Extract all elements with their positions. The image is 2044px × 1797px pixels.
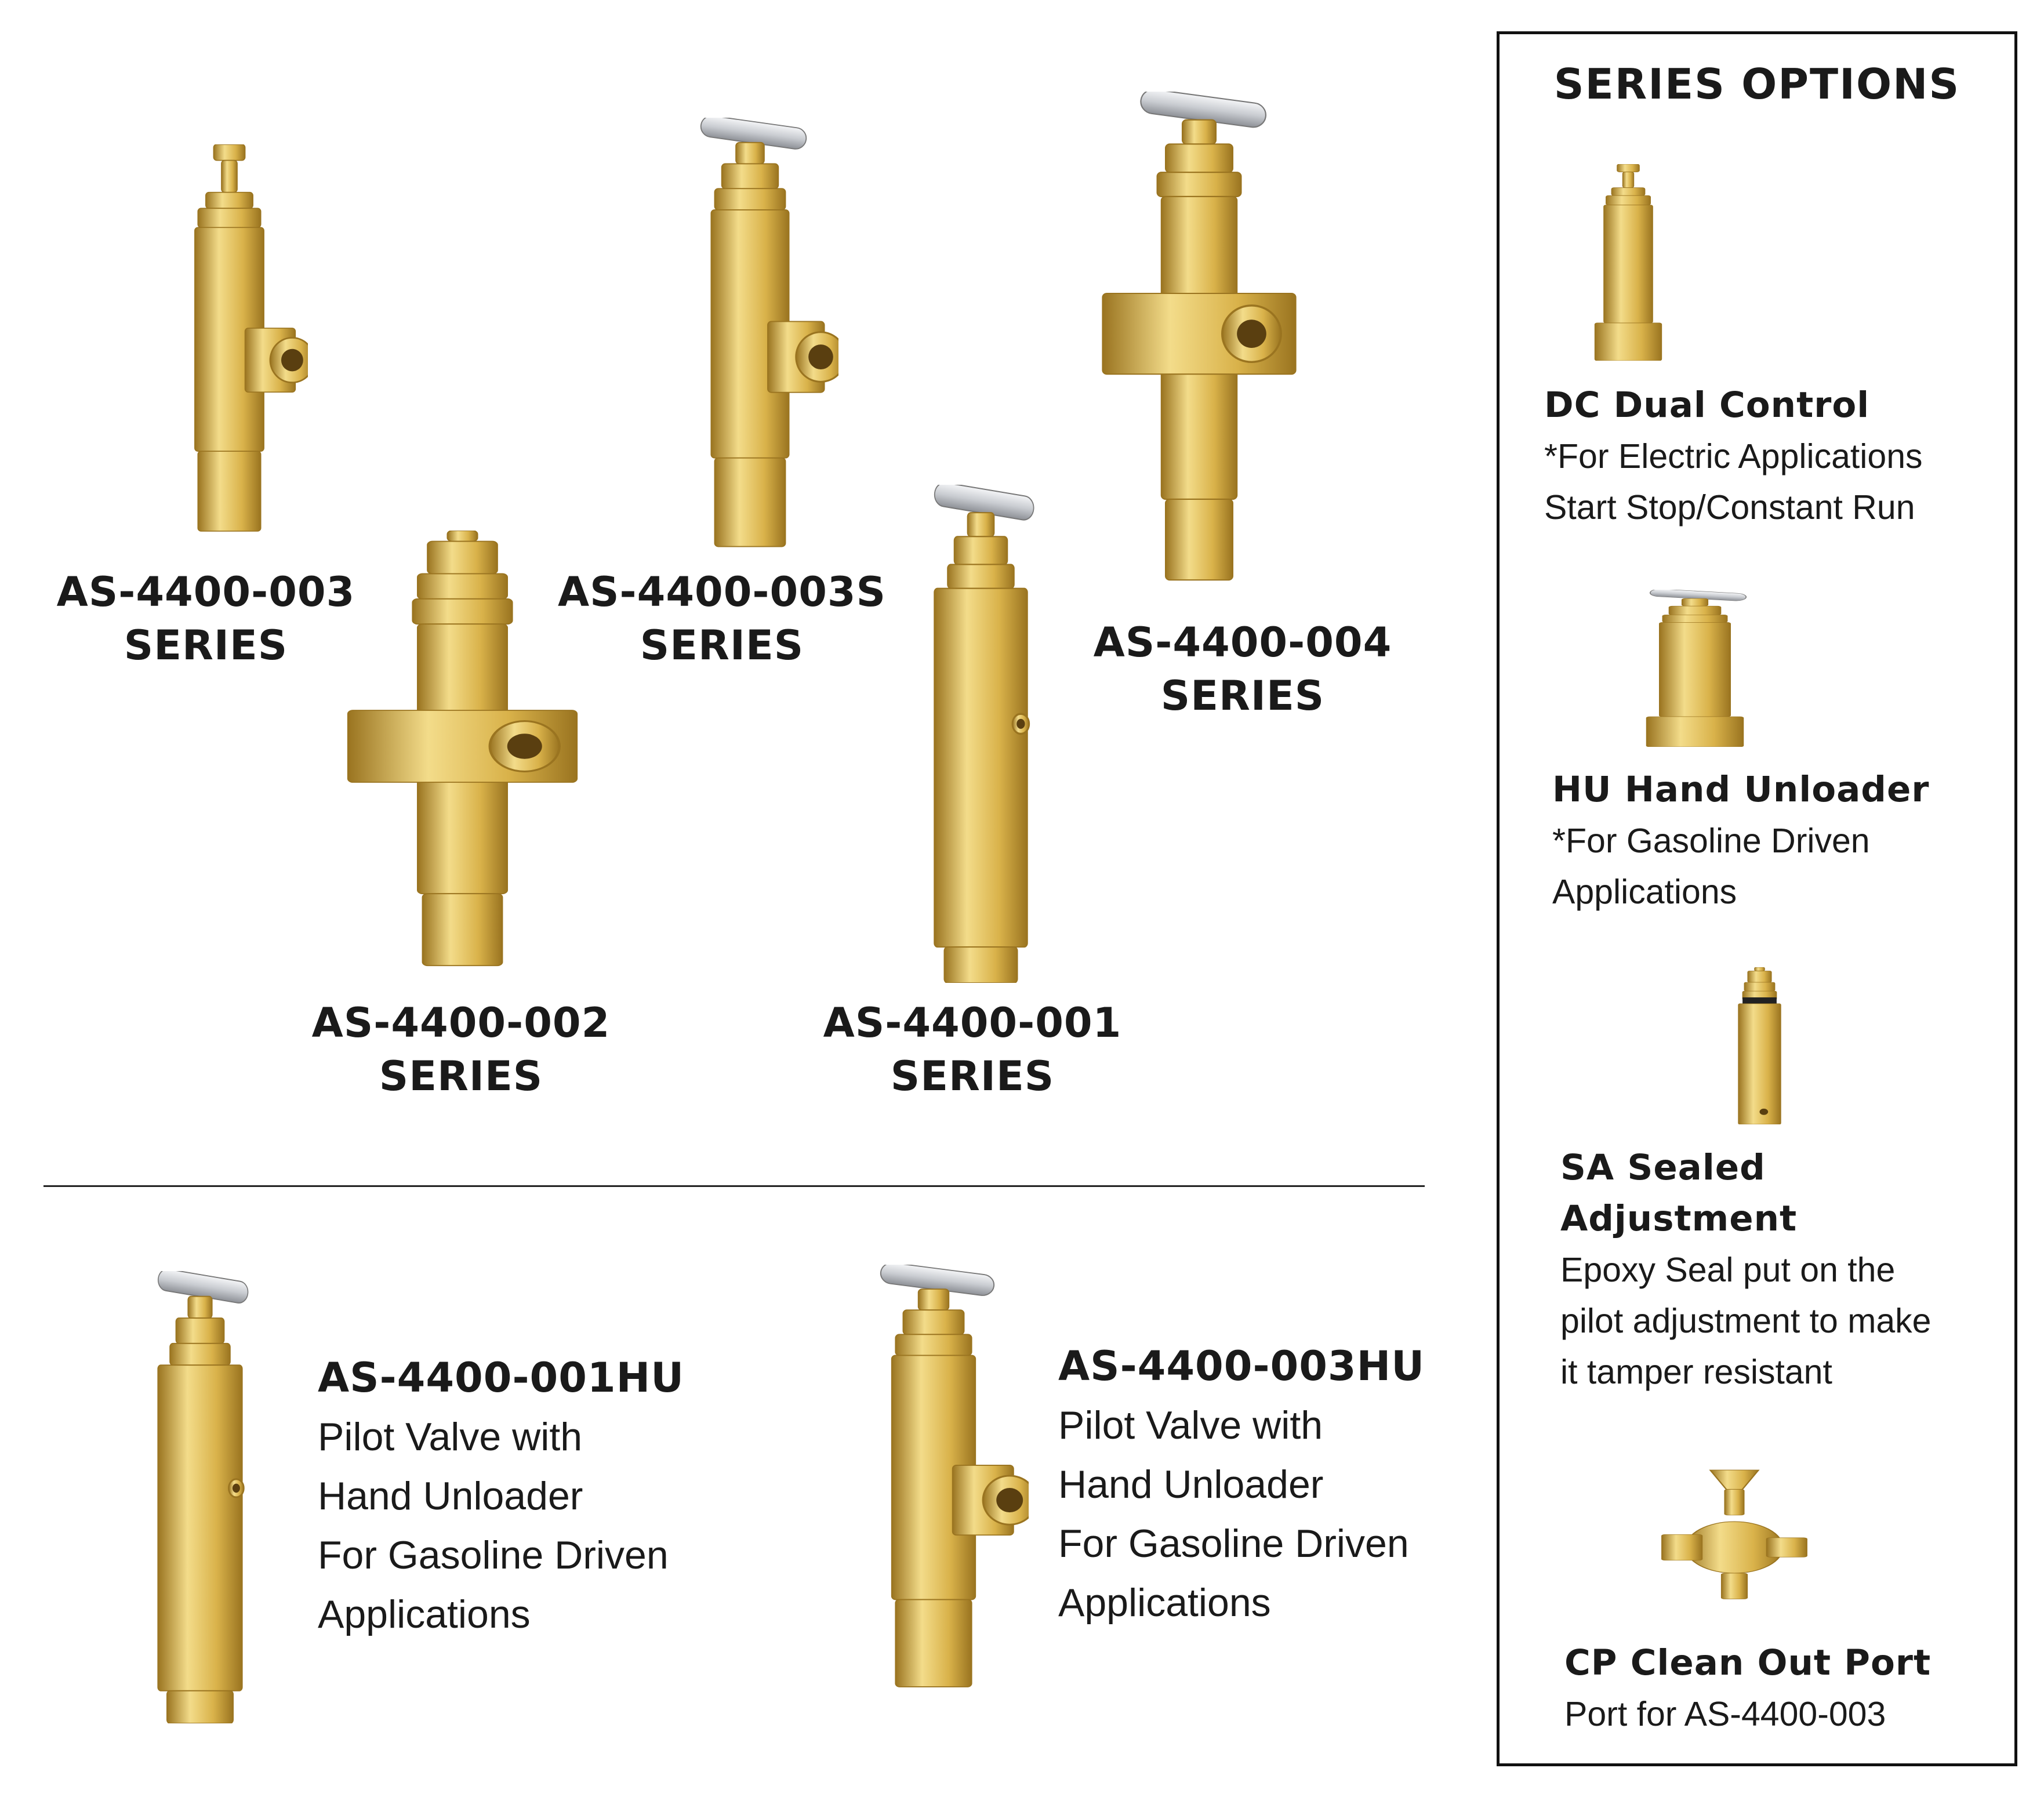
- series-text: SERIES: [379, 1052, 543, 1100]
- description-line: Applications: [1058, 1581, 1271, 1625]
- valve-image-as-4400-001: [898, 485, 1064, 983]
- option-hand-unloader: HU Hand Unloader *For Gasoline Driven Ap…: [1552, 764, 1929, 917]
- option-line: Epoxy Seal put on the: [1560, 1251, 1896, 1289]
- valve-illustration: [1661, 1469, 1807, 1599]
- product-label-as-4400-003s: AS-4400-003S SERIES: [519, 565, 925, 672]
- description-line: Hand Unloader: [1058, 1462, 1324, 1506]
- product-label-as-4400-001: AS-4400-001 SERIES: [769, 996, 1175, 1103]
- series-options-panel: SERIES OPTIONS: [1497, 31, 2017, 1766]
- option-line: Start Stop/Constant Run: [1544, 488, 1915, 527]
- valve-illustration: [157, 1271, 249, 1723]
- description-line: Pilot Valve with: [318, 1415, 583, 1459]
- option-line: *For Electric Applications: [1544, 437, 1923, 475]
- valve-illustration: [1102, 92, 1297, 581]
- option-image-dual-control: [1573, 164, 1684, 361]
- option-line: Applications: [1552, 873, 1737, 911]
- model-number: AS-4400-003: [56, 568, 355, 616]
- model-number: AS-4400-002: [311, 999, 611, 1047]
- series-text: SERIES: [124, 622, 288, 669]
- option-title: SA Sealed: [1560, 1147, 1766, 1188]
- valve-image-as-4400-003: [151, 144, 308, 544]
- valve-image-as-4400-001hu: [125, 1271, 275, 1723]
- option-line: Port for AS-4400-003: [1564, 1695, 1886, 1733]
- section-divider: [43, 1185, 1425, 1187]
- model-number: AS-4400-004: [1093, 619, 1392, 666]
- valve-illustration: [194, 144, 308, 532]
- option-line: it tamper resistant: [1560, 1353, 1832, 1391]
- option-title: CP Clean Out Port: [1564, 1642, 1932, 1683]
- product-description-as-4400-003hu: AS-4400-003HU Pilot Valve with Hand Unlo…: [1058, 1337, 1425, 1632]
- option-image-clean-out-port: [1654, 1464, 1815, 1625]
- option-dual-control: DC Dual Control *For Electric Applicatio…: [1544, 380, 1923, 533]
- model-number: AS-4400-003HU: [1058, 1342, 1425, 1390]
- option-title: HU Hand Unloader: [1552, 769, 1930, 810]
- valve-illustration: [1594, 164, 1662, 361]
- description-line: For Gasoline Driven: [318, 1533, 669, 1577]
- option-image-sealed-adjustment: [1717, 967, 1802, 1124]
- valve-illustration: [1646, 590, 1747, 747]
- valve-illustration: [700, 118, 838, 547]
- valve-image-as-4400-003s: [662, 118, 838, 561]
- product-label-as-4400-004: AS-4400-004 SERIES: [1040, 616, 1446, 723]
- valve-illustration: [1738, 967, 1781, 1124]
- option-clean-out-port: CP Clean Out Port Port for AS-4400-003: [1564, 1638, 1931, 1740]
- product-description-as-4400-001hu: AS-4400-001HU Pilot Valve with Hand Unlo…: [318, 1348, 684, 1644]
- description-line: Applications: [318, 1592, 531, 1636]
- description-line: Pilot Valve with: [1058, 1403, 1323, 1447]
- valve-image-as-4400-004: [1094, 92, 1304, 596]
- product-label-as-4400-003: AS-4400-003 SERIES: [3, 565, 409, 672]
- option-line: *For Gasoline Driven: [1552, 822, 1870, 860]
- description-line: Hand Unloader: [318, 1474, 583, 1518]
- valve-image-as-4400-003hu: [838, 1265, 1029, 1701]
- model-number: AS-4400-003S: [557, 568, 887, 616]
- product-label-as-4400-002: AS-4400-002 SERIES: [258, 996, 664, 1103]
- series-text: SERIES: [1160, 672, 1325, 720]
- valve-illustration: [880, 1265, 1029, 1687]
- option-title: DC Dual Control: [1544, 384, 1870, 426]
- option-image-hand-unloader: [1614, 590, 1776, 747]
- model-number: AS-4400-001: [823, 999, 1122, 1047]
- option-sealed-adjustment: SA Sealed Adjustment Epoxy Seal put on t…: [1560, 1142, 1932, 1397]
- option-line: pilot adjustment to make: [1560, 1302, 1932, 1340]
- valve-illustration: [934, 485, 1034, 983]
- valve-illustration: [347, 531, 578, 967]
- description-line: For Gasoline Driven: [1058, 1522, 1409, 1566]
- valve-image-as-4400-002: [338, 531, 587, 980]
- series-text: SERIES: [640, 622, 804, 669]
- model-number: AS-4400-001HU: [318, 1354, 685, 1402]
- option-title-continued: Adjustment: [1560, 1198, 1798, 1239]
- series-text: SERIES: [890, 1052, 1055, 1100]
- series-options-title: SERIES OPTIONS: [1553, 60, 1961, 108]
